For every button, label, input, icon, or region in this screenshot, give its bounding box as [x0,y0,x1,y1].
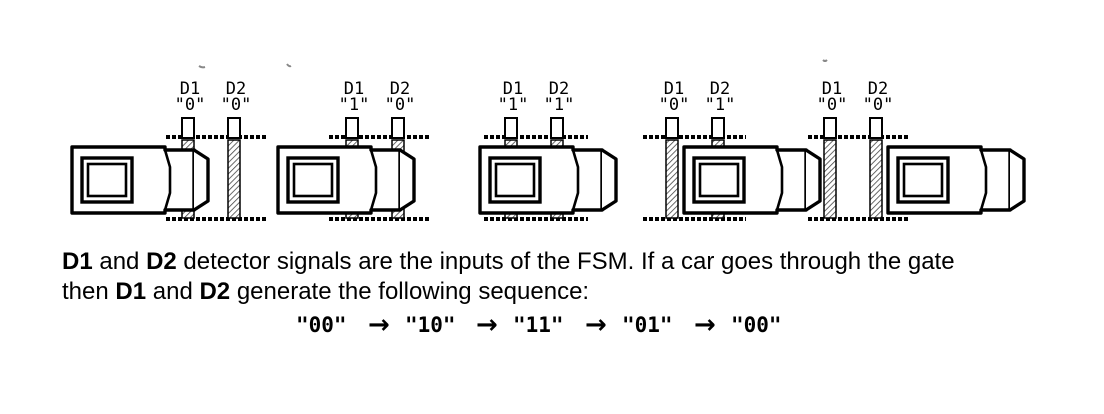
caption-then: then [62,278,116,305]
d2-label: D2 [226,79,246,99]
d1-value: "1" [339,95,370,115]
sequence-arrow-icon: → [368,310,390,340]
d1-value: "0" [659,95,690,115]
d1-value: "0" [817,95,848,115]
d2-detector-sensor [550,117,564,139]
d1-label: D1 [822,79,842,99]
car-icon [70,145,210,215]
d2-label: D2 [710,79,730,99]
d2-label: D2 [549,79,569,99]
d2-detector-sensor [711,117,725,139]
d1-value: "1" [498,95,529,115]
d2-value: "0" [863,95,894,115]
d1-label: D1 [664,79,684,99]
sequence-state: "00" [296,313,347,337]
sequence-arrow-icon: → [585,310,607,340]
caption-line-2-rest: generate the following sequence: [230,278,590,305]
caption: D1 and D2 detector signals are the input… [62,247,1062,307]
caption-and-second: and [146,278,200,305]
d2-value: "1" [705,95,736,115]
sequence-arrow-icon: → [476,310,498,340]
d1-detector-sensor [345,117,359,139]
sequence-state: "10" [405,313,456,337]
car-icon [886,145,1026,215]
d1-label: D1 [180,79,200,99]
d2-value: "1" [544,95,575,115]
d1-label: D1 [344,79,364,99]
car-icon [478,145,618,215]
car-icon [276,145,416,215]
d1-detector-beam [823,139,837,219]
car-icon [682,145,822,215]
caption-line-2: then D1 and D2 generate the following se… [62,277,1062,307]
d1-label: D1 [503,79,523,99]
caption-d2-second: D2 [199,278,231,305]
d2-detector-sensor [869,117,883,139]
sequence-state: "01" [622,313,673,337]
caption-d1: D1 [62,248,93,275]
d2-value: "0" [221,95,252,115]
sequence-state: "11" [513,313,564,337]
d1-detector-sensor [181,117,195,139]
d2-value: "0" [385,95,416,115]
d2-label: D2 [868,79,888,99]
d2-label: D2 [390,79,410,99]
caption-line-1: D1 and D2 detector signals are the input… [62,247,1062,277]
d2-detector-sensor [391,117,405,139]
gate-frame: D1 D2 "1" "0" [276,79,430,221]
d1-detector-sensor [823,117,837,139]
d2-detector-beam [227,139,241,219]
caption-d1-second: D1 [115,278,147,305]
sequence-arrow-icon: → [694,310,716,340]
gate-frame: D1 D2 "0" "1" [643,79,822,221]
sequence-state: "00" [731,313,782,337]
d2-detector-beam [869,139,883,219]
d1-detector-sensor [665,117,679,139]
caption-line-1-rest: detector signals are the inputs of the F… [176,248,955,275]
d1-value: "0" [175,95,206,115]
caption-d2: D2 [146,248,177,275]
caption-and: and [92,248,147,275]
d2-detector-sensor [227,117,241,139]
d1-detector-beam [665,139,679,219]
d1-detector-sensor [504,117,518,139]
